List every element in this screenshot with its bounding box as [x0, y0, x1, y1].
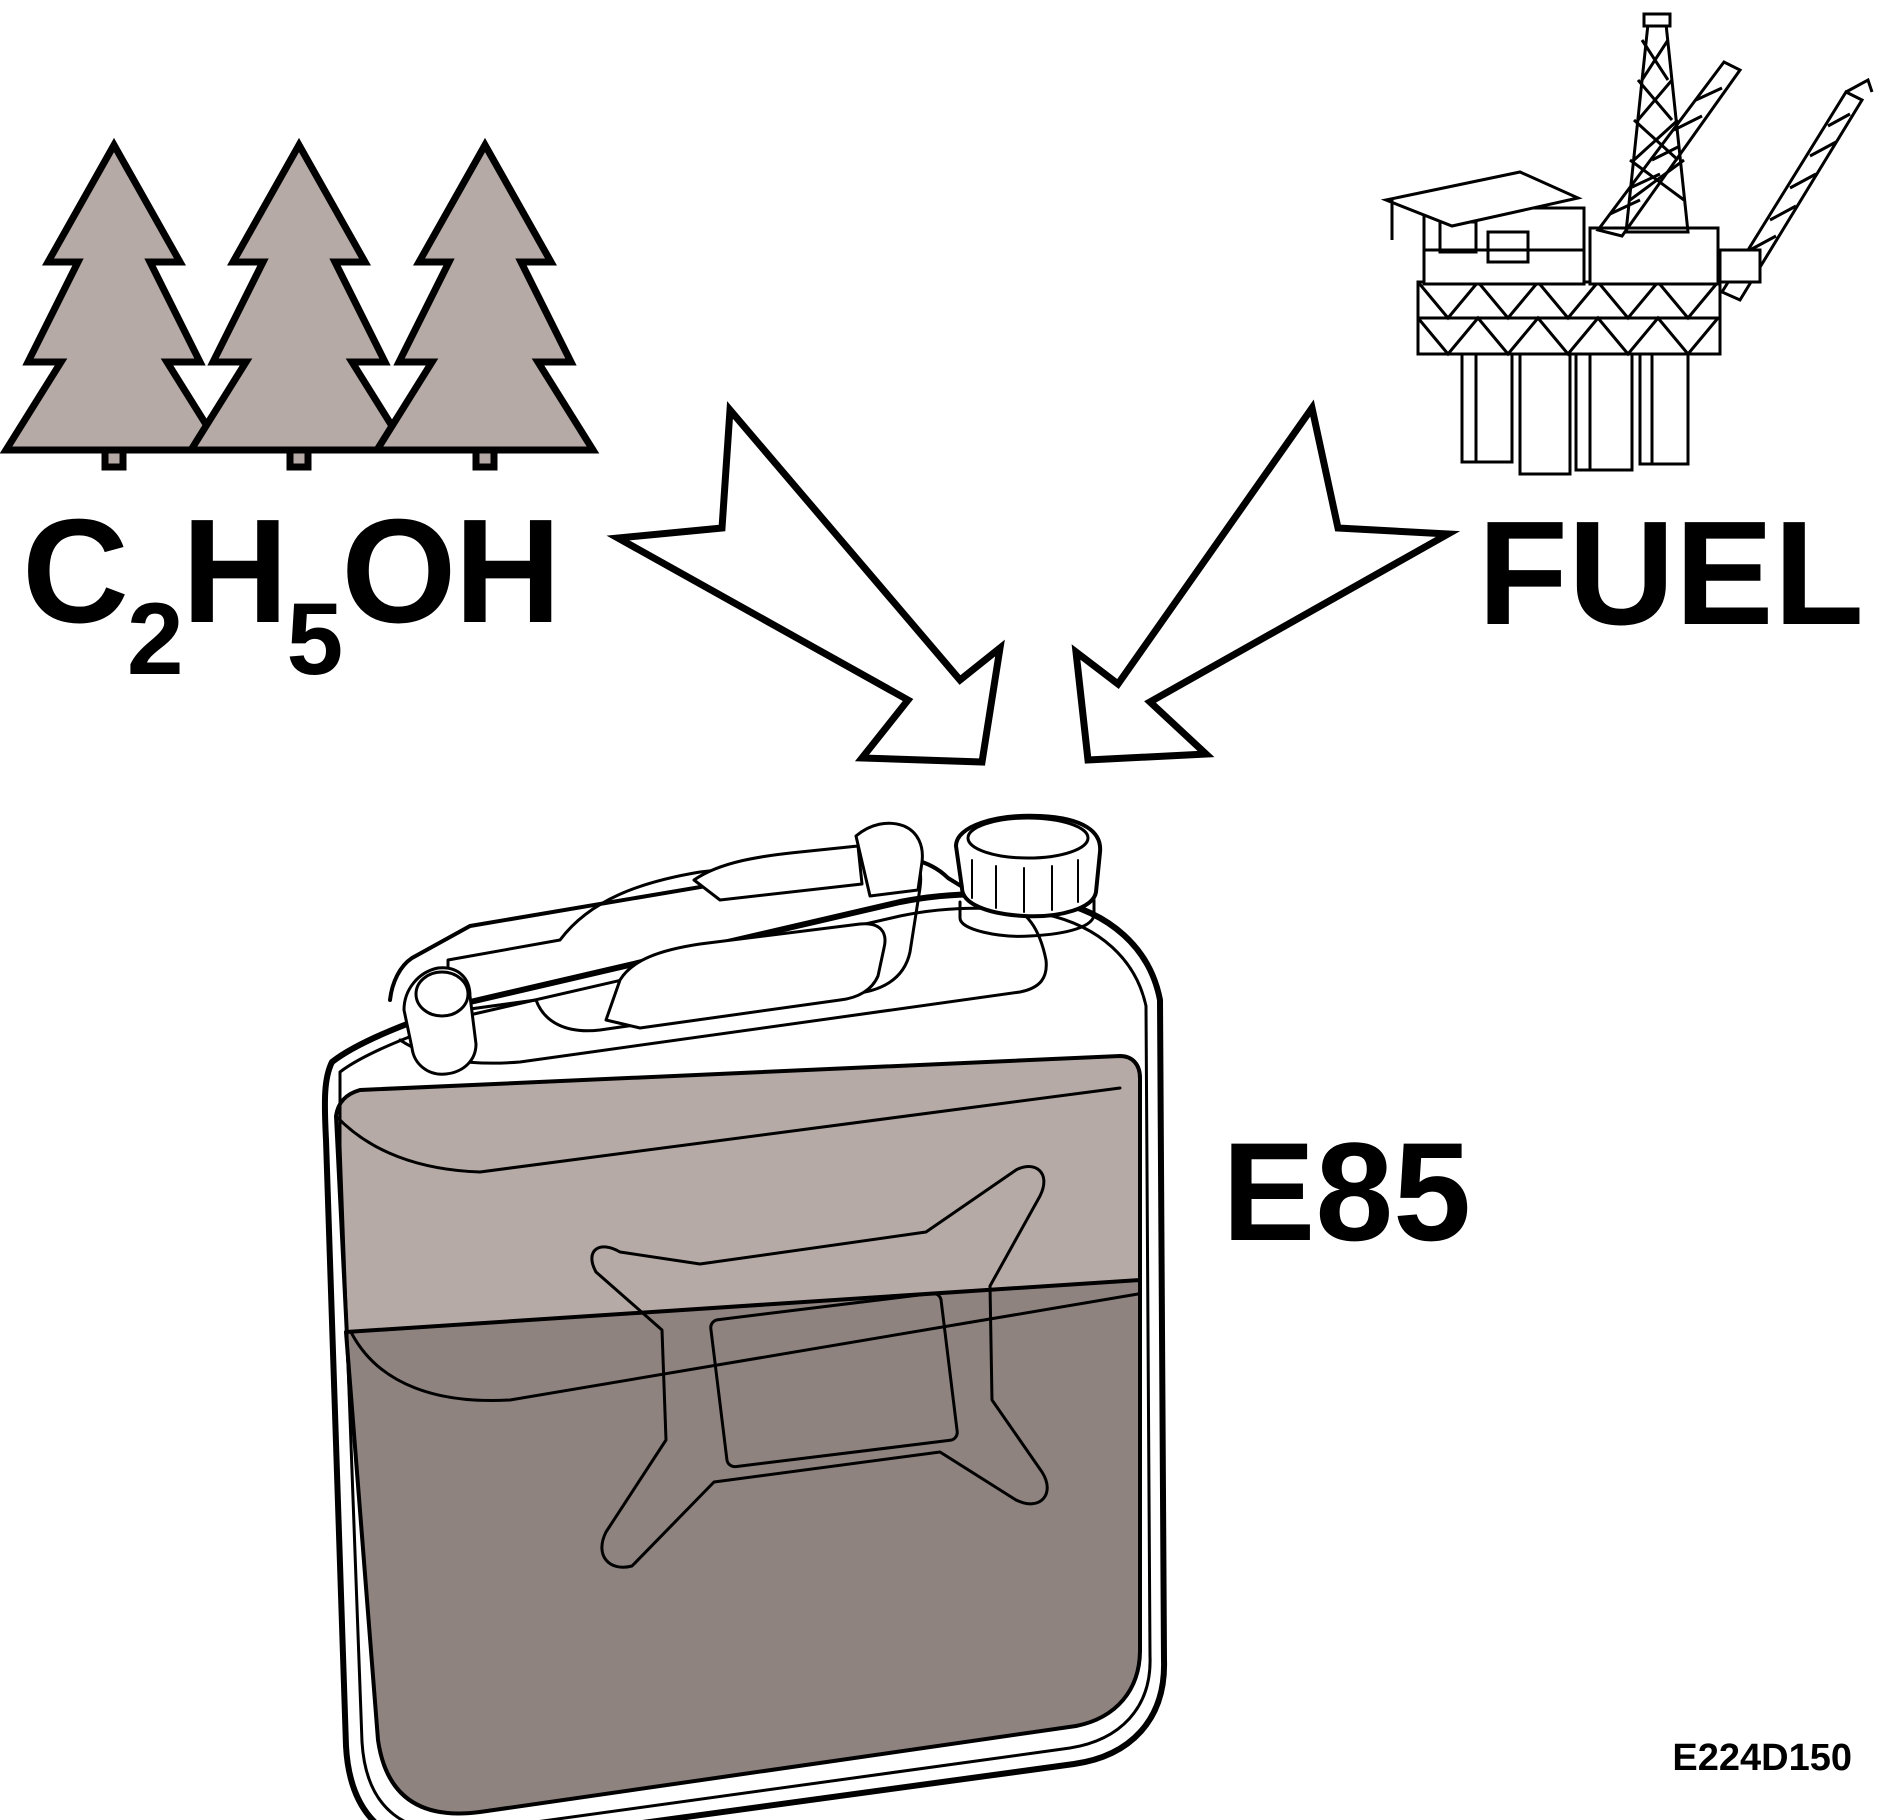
tree-group [0, 137, 600, 471]
formula-c: C [22, 489, 129, 654]
ethanol-formula-label: C2H5OH [22, 498, 561, 691]
formula-h: H [181, 489, 289, 654]
arrow-group [606, 399, 1461, 766]
fuel-label: FUEL [1477, 491, 1864, 656]
formula-sub-2: 2 [126, 582, 184, 696]
e85-label: E85 [1222, 1113, 1472, 1270]
tree-icon [184, 137, 414, 471]
tree-icon [0, 137, 229, 471]
jerry-can-icon [321, 813, 1168, 1820]
formula-oh: OH [341, 489, 561, 654]
tree-icon [370, 137, 600, 471]
oil-platform-icon [1380, 12, 1874, 476]
arrow-icon [606, 401, 1005, 766]
arrow-icon [1071, 399, 1461, 764]
figure-code: E224D150 [1672, 1737, 1852, 1779]
formula-sub-5: 5 [286, 582, 344, 696]
